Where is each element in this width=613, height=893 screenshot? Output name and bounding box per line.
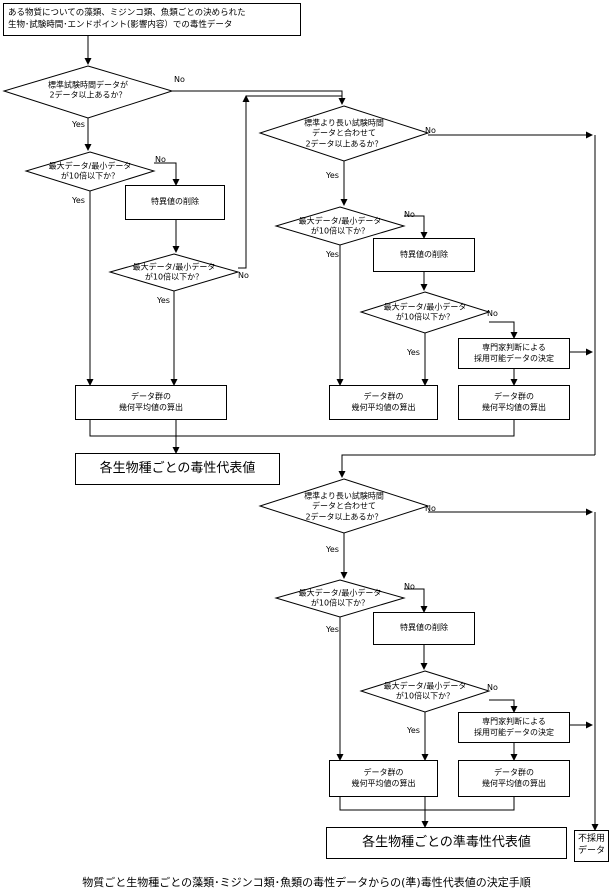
outlier-removal-1: 特異値の削除 — [125, 185, 225, 220]
geomean-box-3: データ群の 幾何平均値の算出 — [458, 385, 570, 420]
no-label: No — [174, 75, 185, 84]
yes-label: Yes — [72, 120, 85, 129]
geomean-box-5: データ群の 幾何平均値の算出 — [458, 760, 570, 797]
yes-label: Yes — [326, 250, 339, 259]
decision-ratio-2-label: 最大データ/最小データ が10倍以下か？ — [132, 262, 216, 282]
yes-label: Yes — [326, 545, 339, 554]
geomean-box-4: データ群の 幾何平均値の算出 — [329, 760, 438, 797]
outlier-removal-2: 特異値の削除 — [373, 238, 475, 272]
yes-label: Yes — [72, 196, 85, 205]
no-label: No — [404, 582, 415, 591]
outlier-removal-3: 特異値の削除 — [373, 612, 475, 645]
yes-label: Yes — [326, 171, 339, 180]
rejected-data-box: 不採用 データ — [574, 830, 609, 862]
yes-label: Yes — [407, 348, 420, 357]
decision-long-data-1-label: 標準より長い試験時間 データと合わせて 2データ以上あるか？ — [304, 118, 384, 149]
expert-judgment-2: 専門家判断による 採用可能データの決定 — [458, 712, 570, 743]
no-label: No — [425, 126, 436, 135]
decision-ratio-6-label: 最大データ/最小データ が10倍以下か？ — [383, 681, 467, 701]
no-label: No — [487, 683, 498, 692]
decision-ratio-1-label: 最大データ/最小データ が10倍以下か？ — [48, 161, 132, 181]
no-label: No — [238, 271, 249, 280]
geomean-box-1: データ群の 幾何平均値の算出 — [75, 385, 227, 420]
decision-standard-data-label: 標準試験時間データが 2データ以上あるか？ — [48, 80, 128, 100]
no-label: No — [487, 309, 498, 318]
toxicity-value-box: 各生物種ごとの毒性代表値 — [75, 453, 280, 485]
expert-judgment-1: 専門家判断による 採用可能データの決定 — [458, 338, 570, 369]
start-box: ある物質についての藻類、ミジンコ類、魚類ごとの決められた 生物･試験時間･エンド… — [3, 3, 301, 36]
no-label: No — [155, 155, 166, 164]
geomean-box-2: データ群の 幾何平均値の算出 — [329, 385, 438, 420]
connectors — [84, 36, 599, 831]
decision-ratio-4-label: 最大データ/最小データ が10倍以下か？ — [383, 302, 467, 322]
no-label: No — [404, 210, 415, 219]
figure-caption: 物質ごと生物種ごとの藻類･ミジンコ類･魚類の毒性データからの(準)毒性代表値の決… — [82, 876, 531, 889]
yes-label: Yes — [157, 296, 170, 305]
decision-long-data-2-label: 標準より長い試験時間 データと合わせて 2データ以上あるか？ — [304, 491, 384, 522]
decision-ratio-5-label: 最大データ/最小データ が10倍以下か？ — [298, 588, 382, 608]
yes-label: Yes — [407, 726, 420, 735]
decision-ratio-3-label: 最大データ/最小データ が10倍以下か？ — [298, 216, 382, 236]
no-label: No — [425, 504, 436, 513]
quasi-toxicity-value-box: 各生物種ごとの準毒性代表値 — [326, 827, 567, 859]
yes-label: Yes — [326, 625, 339, 634]
